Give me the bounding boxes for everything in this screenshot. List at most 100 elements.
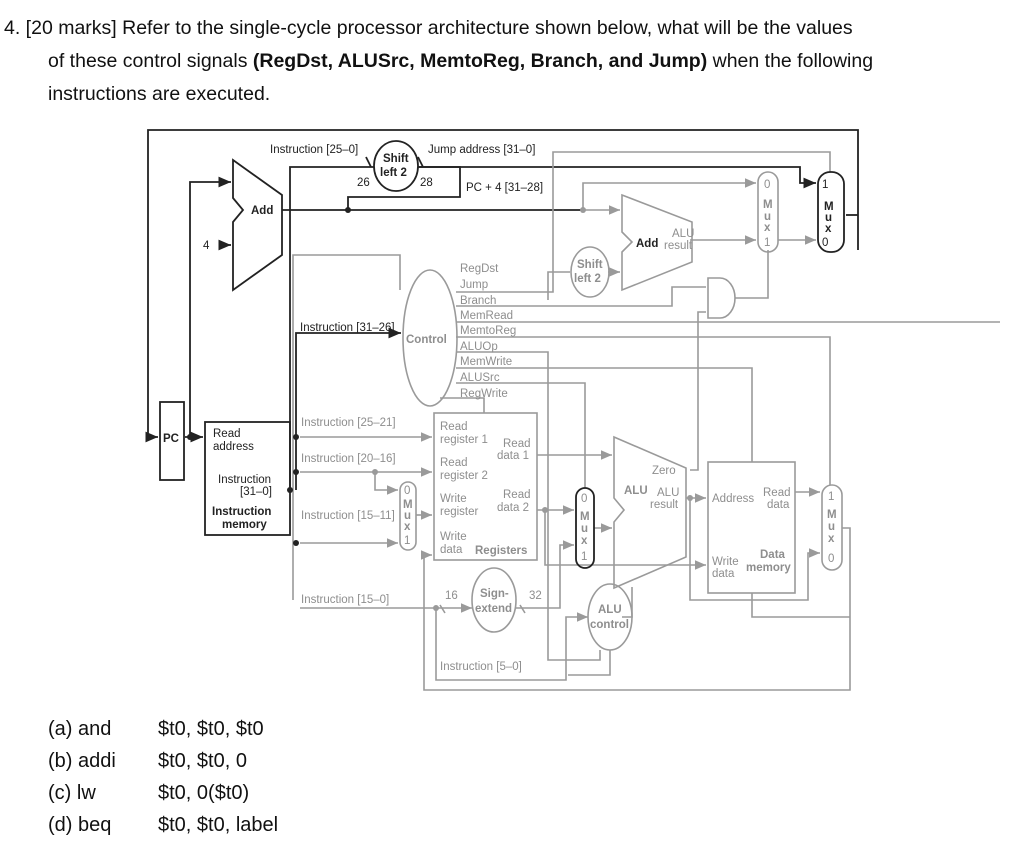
mux-input-0: 0 (828, 553, 834, 565)
branch-adder: Add ALU result (621, 193, 694, 292)
alu-label: ALU (624, 485, 648, 497)
mux-label: M (403, 499, 413, 511)
mux-input-1: 1 (404, 535, 410, 547)
wire-label: Instruction [20–16] (301, 453, 396, 465)
signal-regdst: RegDst (460, 263, 499, 275)
port-label: Read (440, 421, 468, 433)
question-text-part: when the following (707, 50, 874, 72)
bit-width-label: 32 (529, 590, 542, 602)
mux-label: M (824, 201, 834, 213)
port-label: Read (503, 489, 531, 501)
wire-label: PC + 4 [31–28] (466, 182, 543, 194)
shift-label: Shift (577, 259, 603, 271)
port-label: [31–0] (240, 486, 272, 498)
signal-memtoreg: MemtoReg (460, 325, 516, 337)
alu-result-label: result (650, 499, 679, 511)
port-label: register 1 (440, 434, 488, 446)
block-label: memory (746, 562, 791, 574)
part-label: (b) addi (48, 750, 116, 772)
wire-label: Instruction [15–11] (301, 510, 395, 522)
memtoreg-mux: 1 M u x 0 (821, 484, 843, 571)
mux-label: x (764, 222, 771, 234)
mux-input-1: 1 (764, 237, 770, 249)
wire-label: Instruction [25–0] (270, 144, 358, 156)
port-label: data (767, 499, 790, 511)
part-instruction: $t0, $t0, 0 (158, 750, 247, 772)
shift-label: left 2 (380, 167, 407, 179)
control-signal-list: (RegDst, ALUSrc, MemtoReg, Branch, and J… (252, 50, 708, 72)
part-label: (d) beq (48, 814, 112, 836)
branch-mux: 0 M u x 1 (757, 171, 779, 253)
block-label: memory (222, 519, 267, 531)
block-label: ALU (598, 604, 622, 616)
port-label: Instruction (218, 474, 271, 486)
main-alu: Zero ALU ALU result (613, 435, 687, 590)
mux-input-1: 1 (828, 491, 834, 503)
regdst-mux: 0 M u x 1 (399, 481, 417, 551)
block-label: Data (760, 549, 786, 561)
mux-label: u (825, 212, 832, 224)
mux-label: u (404, 510, 411, 522)
signal-regwrite: RegWrite (460, 388, 508, 400)
port-label: Write (440, 493, 467, 505)
sign-extend: Sign- extend 16 32 (445, 567, 542, 633)
port-label: Write (712, 556, 739, 568)
part-instruction: $t0, $t0, label (158, 814, 279, 836)
part-instruction: $t0, $t0, $t0 (158, 718, 264, 740)
mux-label: x (581, 535, 588, 547)
mux-label: u (764, 211, 771, 223)
block-label: extend (475, 603, 512, 615)
port-label: register 2 (440, 470, 488, 482)
port-label: Write (440, 531, 467, 543)
part-instruction: $t0, 0($t0) (158, 782, 250, 804)
port-label: data 1 (497, 450, 529, 462)
port-label: data (712, 568, 735, 580)
register-file: Read register 1 Read register 2 Write re… (433, 412, 538, 561)
port-label: Read (213, 428, 241, 440)
question-line-1: 4. [20 marks] Refer to the single-cycle … (4, 17, 853, 39)
alu-result-label: ALU (672, 228, 694, 240)
part-label: (a) and (48, 718, 112, 740)
mux-input-1: 1 (581, 551, 587, 563)
block-label: Instruction (212, 506, 271, 518)
mux-input-0: 0 (822, 237, 828, 249)
question-line-3: instructions are executed. (48, 83, 271, 105)
port-label: address (213, 441, 254, 453)
signal-aluop: ALUOp (460, 341, 498, 353)
shift-label: left 2 (574, 273, 601, 285)
mux-label: u (828, 521, 835, 533)
pc-label: PC (163, 433, 179, 445)
data-memory: Address Read data Write data Data memory (707, 461, 796, 594)
zero-label: Zero (652, 465, 676, 477)
mux-input-0: 0 (764, 179, 770, 191)
port-label: Read (440, 457, 468, 469)
signal-alusrc: ALUSrc (460, 372, 500, 384)
port-label: data 2 (497, 502, 529, 514)
jump-shift-left-2: Shift left 2 Instruction [25–0] Jump add… (270, 140, 543, 194)
signal-jump: Jump (460, 279, 488, 291)
alusrc-mux: 0 M u x 1 (575, 487, 595, 569)
alu-result-label: result (664, 240, 693, 252)
question-text-part: of these control signals (48, 50, 253, 72)
constant-four: 4 (203, 240, 210, 252)
jump-mux: 1 M u x 0 (817, 171, 845, 253)
part-label: (c) lw (48, 782, 96, 804)
mux-label: M (580, 511, 590, 523)
mux-label: x (825, 223, 832, 235)
mux-input-0: 0 (581, 493, 587, 505)
shift-label: Shift (383, 153, 409, 165)
pc-adder-label: Add (251, 205, 273, 217)
pc-register: PC (159, 401, 185, 481)
signal-branch: Branch (460, 295, 496, 307)
instruction-field-labels: Instruction [25–21] Instruction [20–16] … (301, 417, 522, 673)
control-unit: Control Instruction [31–26] RegDst Jump … (300, 263, 516, 407)
mux-label: x (828, 533, 835, 545)
port-label: Address (712, 493, 754, 505)
bit-width-label: 16 (445, 590, 458, 602)
question-line-2: of these control signals (RegDst, ALUSrc… (48, 45, 873, 78)
junction-dots-gray (372, 207, 693, 611)
mux-label: x (404, 521, 411, 533)
mux-label: M (827, 509, 837, 521)
block-label: Registers (475, 545, 527, 557)
